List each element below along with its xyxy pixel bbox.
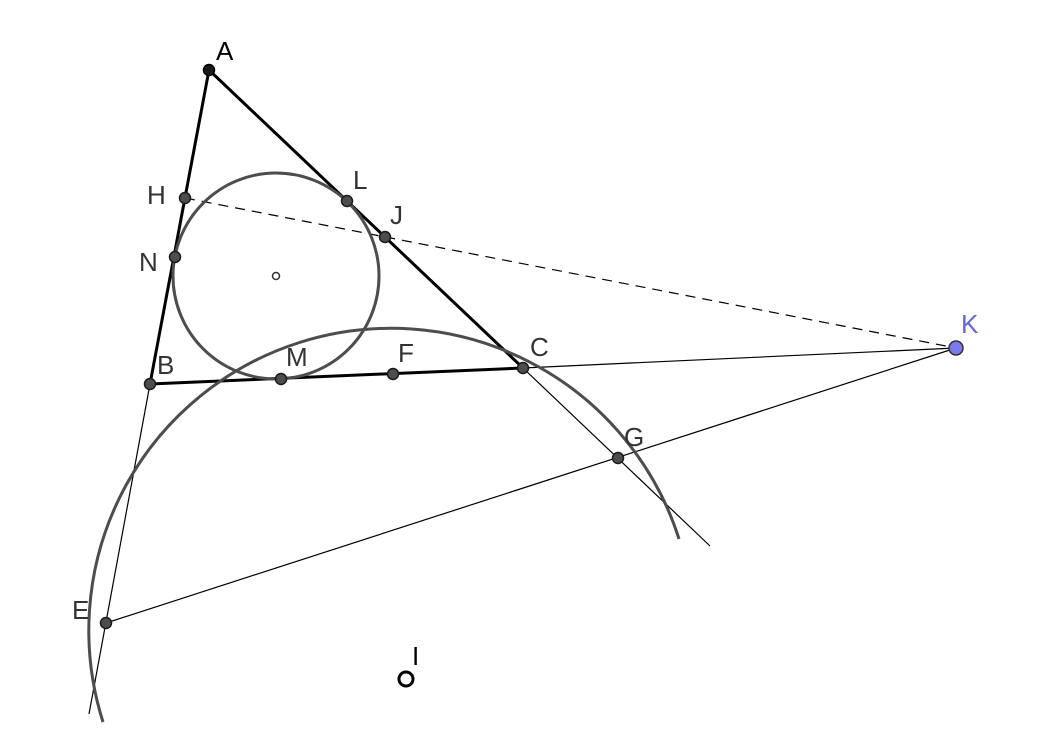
segment-bc xyxy=(149,366,524,386)
segment-ek xyxy=(105,347,957,624)
triangle-abc xyxy=(148,68,525,386)
label-l: L xyxy=(353,165,367,195)
label-n: N xyxy=(139,247,158,277)
label-j: J xyxy=(390,200,403,230)
segment-hk-dashed xyxy=(184,197,957,349)
label-c: C xyxy=(530,332,549,362)
point-l xyxy=(340,194,354,208)
point-g xyxy=(611,451,625,465)
label-a: A xyxy=(216,36,234,66)
line-ab-extension xyxy=(88,383,151,715)
segment-ac xyxy=(207,68,525,370)
point-f xyxy=(386,367,400,381)
point-labels: A B C H N L J M F G E K I xyxy=(72,36,979,671)
incircle-center xyxy=(271,271,281,281)
point-k xyxy=(948,340,964,356)
label-m: M xyxy=(286,342,308,372)
point-j xyxy=(378,230,392,244)
point-a xyxy=(202,63,216,77)
label-i: I xyxy=(412,641,419,671)
point-n xyxy=(168,250,182,264)
circle-arc-efg xyxy=(87,326,681,723)
point-c xyxy=(516,361,530,375)
label-g: G xyxy=(624,422,644,452)
point-i xyxy=(397,670,415,688)
segment-ab xyxy=(148,69,211,385)
point-m xyxy=(274,372,288,386)
point-e xyxy=(99,616,113,630)
label-f: F xyxy=(398,338,414,368)
label-h: H xyxy=(147,180,166,210)
point-h xyxy=(178,191,192,205)
point-markers xyxy=(99,63,964,688)
label-k: K xyxy=(961,309,979,339)
thin-lines xyxy=(88,197,957,715)
segment-ck xyxy=(522,347,957,369)
label-e: E xyxy=(72,595,89,625)
point-b xyxy=(143,377,157,391)
label-b: B xyxy=(157,350,174,380)
